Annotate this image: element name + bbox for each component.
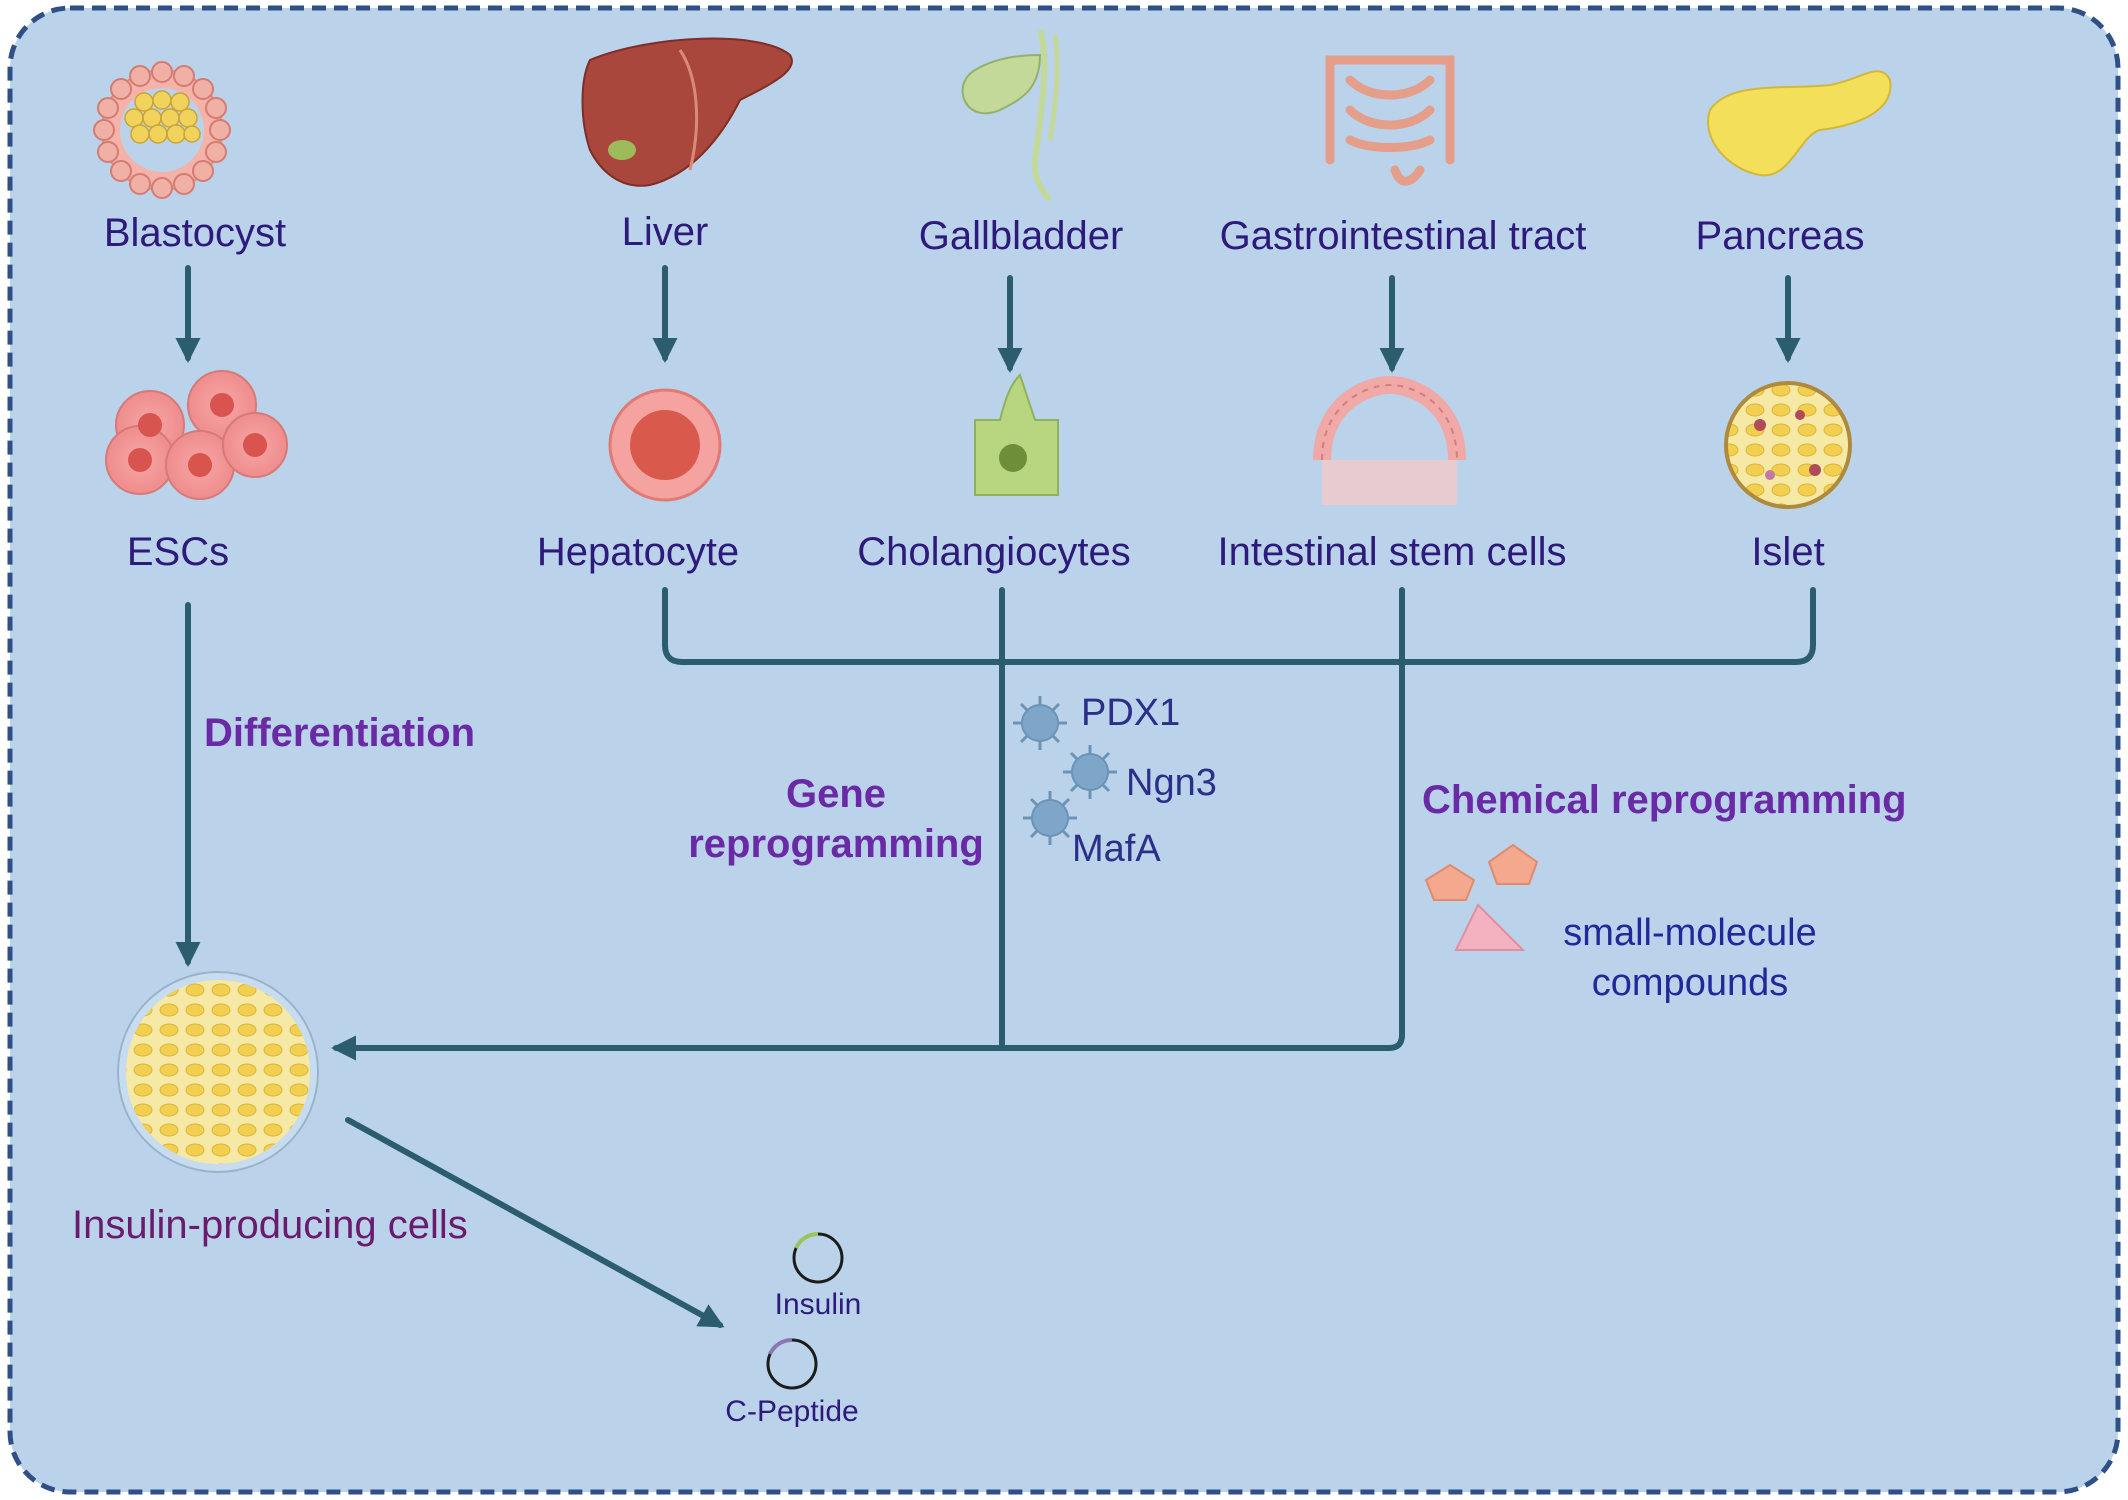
c-peptide-ring-icon bbox=[766, 1337, 818, 1390]
label-cholangiocytes: Cholangiocytes bbox=[857, 530, 1131, 574]
insulin-ring-icon bbox=[792, 1231, 844, 1284]
virus-vectors bbox=[1013, 696, 1117, 845]
label-factor-ngn3: Ngn3 bbox=[1126, 762, 1217, 804]
panel-background bbox=[7, 5, 2121, 1495]
label-compounds-line2: compounds bbox=[1591, 962, 1789, 1004]
islet-icon bbox=[1724, 381, 1852, 509]
connector-hepatocyte-islet bbox=[662, 587, 1816, 665]
arrow-secretion bbox=[345, 1117, 725, 1328]
label-escs: ESCs bbox=[126, 530, 230, 574]
virus-ngn3-icon bbox=[1063, 745, 1117, 799]
label-chemical-reprogramming: Chemical reprogramming bbox=[1422, 778, 1907, 822]
label-factor-mafa: MafA bbox=[1072, 828, 1161, 870]
label-gallbladder: Gallbladder bbox=[918, 214, 1124, 258]
pancreas-icon bbox=[1707, 70, 1892, 177]
hepatocyte-icon bbox=[608, 388, 722, 502]
gallbladder-icon bbox=[961, 29, 1060, 203]
triangle-icon bbox=[1454, 903, 1526, 951]
virus-mafa-icon bbox=[1023, 791, 1077, 845]
label-differentiation: Differentiation bbox=[204, 711, 476, 755]
label-insulin: Insulin bbox=[774, 1288, 862, 1321]
label-intestinal-stem-cells: Intestinal stem cells bbox=[1217, 530, 1567, 574]
label-islet: Islet bbox=[1751, 530, 1825, 574]
blastocyst-icon bbox=[93, 61, 231, 199]
escs-icon bbox=[105, 370, 288, 500]
label-liver: Liver bbox=[621, 210, 709, 254]
liver-icon bbox=[581, 37, 793, 187]
label-blastocyst: Blastocyst bbox=[103, 211, 287, 255]
label-insulin-producing-cells: Insulin-producing cells bbox=[72, 1203, 468, 1247]
label-gene-line1: Gene bbox=[785, 772, 887, 816]
intestine-icon bbox=[1325, 55, 1455, 186]
label-gi-tract: Gastrointestinal tract bbox=[1219, 214, 1587, 258]
cholangiocyte-icon bbox=[974, 373, 1059, 496]
pentagon-2-icon bbox=[1487, 843, 1539, 885]
label-c-peptide: C-Peptide bbox=[725, 1395, 859, 1428]
small-molecule-shapes bbox=[1424, 843, 1539, 951]
label-factor-pdx1: PDX1 bbox=[1081, 692, 1181, 734]
label-hepatocyte: Hepatocyte bbox=[536, 530, 740, 574]
label-gene-line2: reprogramming bbox=[688, 822, 984, 866]
virus-pdx1-icon bbox=[1013, 696, 1067, 750]
line-chemical-reprogramming bbox=[330, 587, 1405, 1061]
label-compounds-line1: small-molecule bbox=[1563, 912, 1817, 954]
intestinal-villus-icon bbox=[1313, 375, 1466, 505]
label-pancreas: Pancreas bbox=[1695, 214, 1865, 258]
insulin-producing-cells-icon bbox=[117, 971, 319, 1173]
pentagon-1-icon bbox=[1424, 863, 1476, 901]
